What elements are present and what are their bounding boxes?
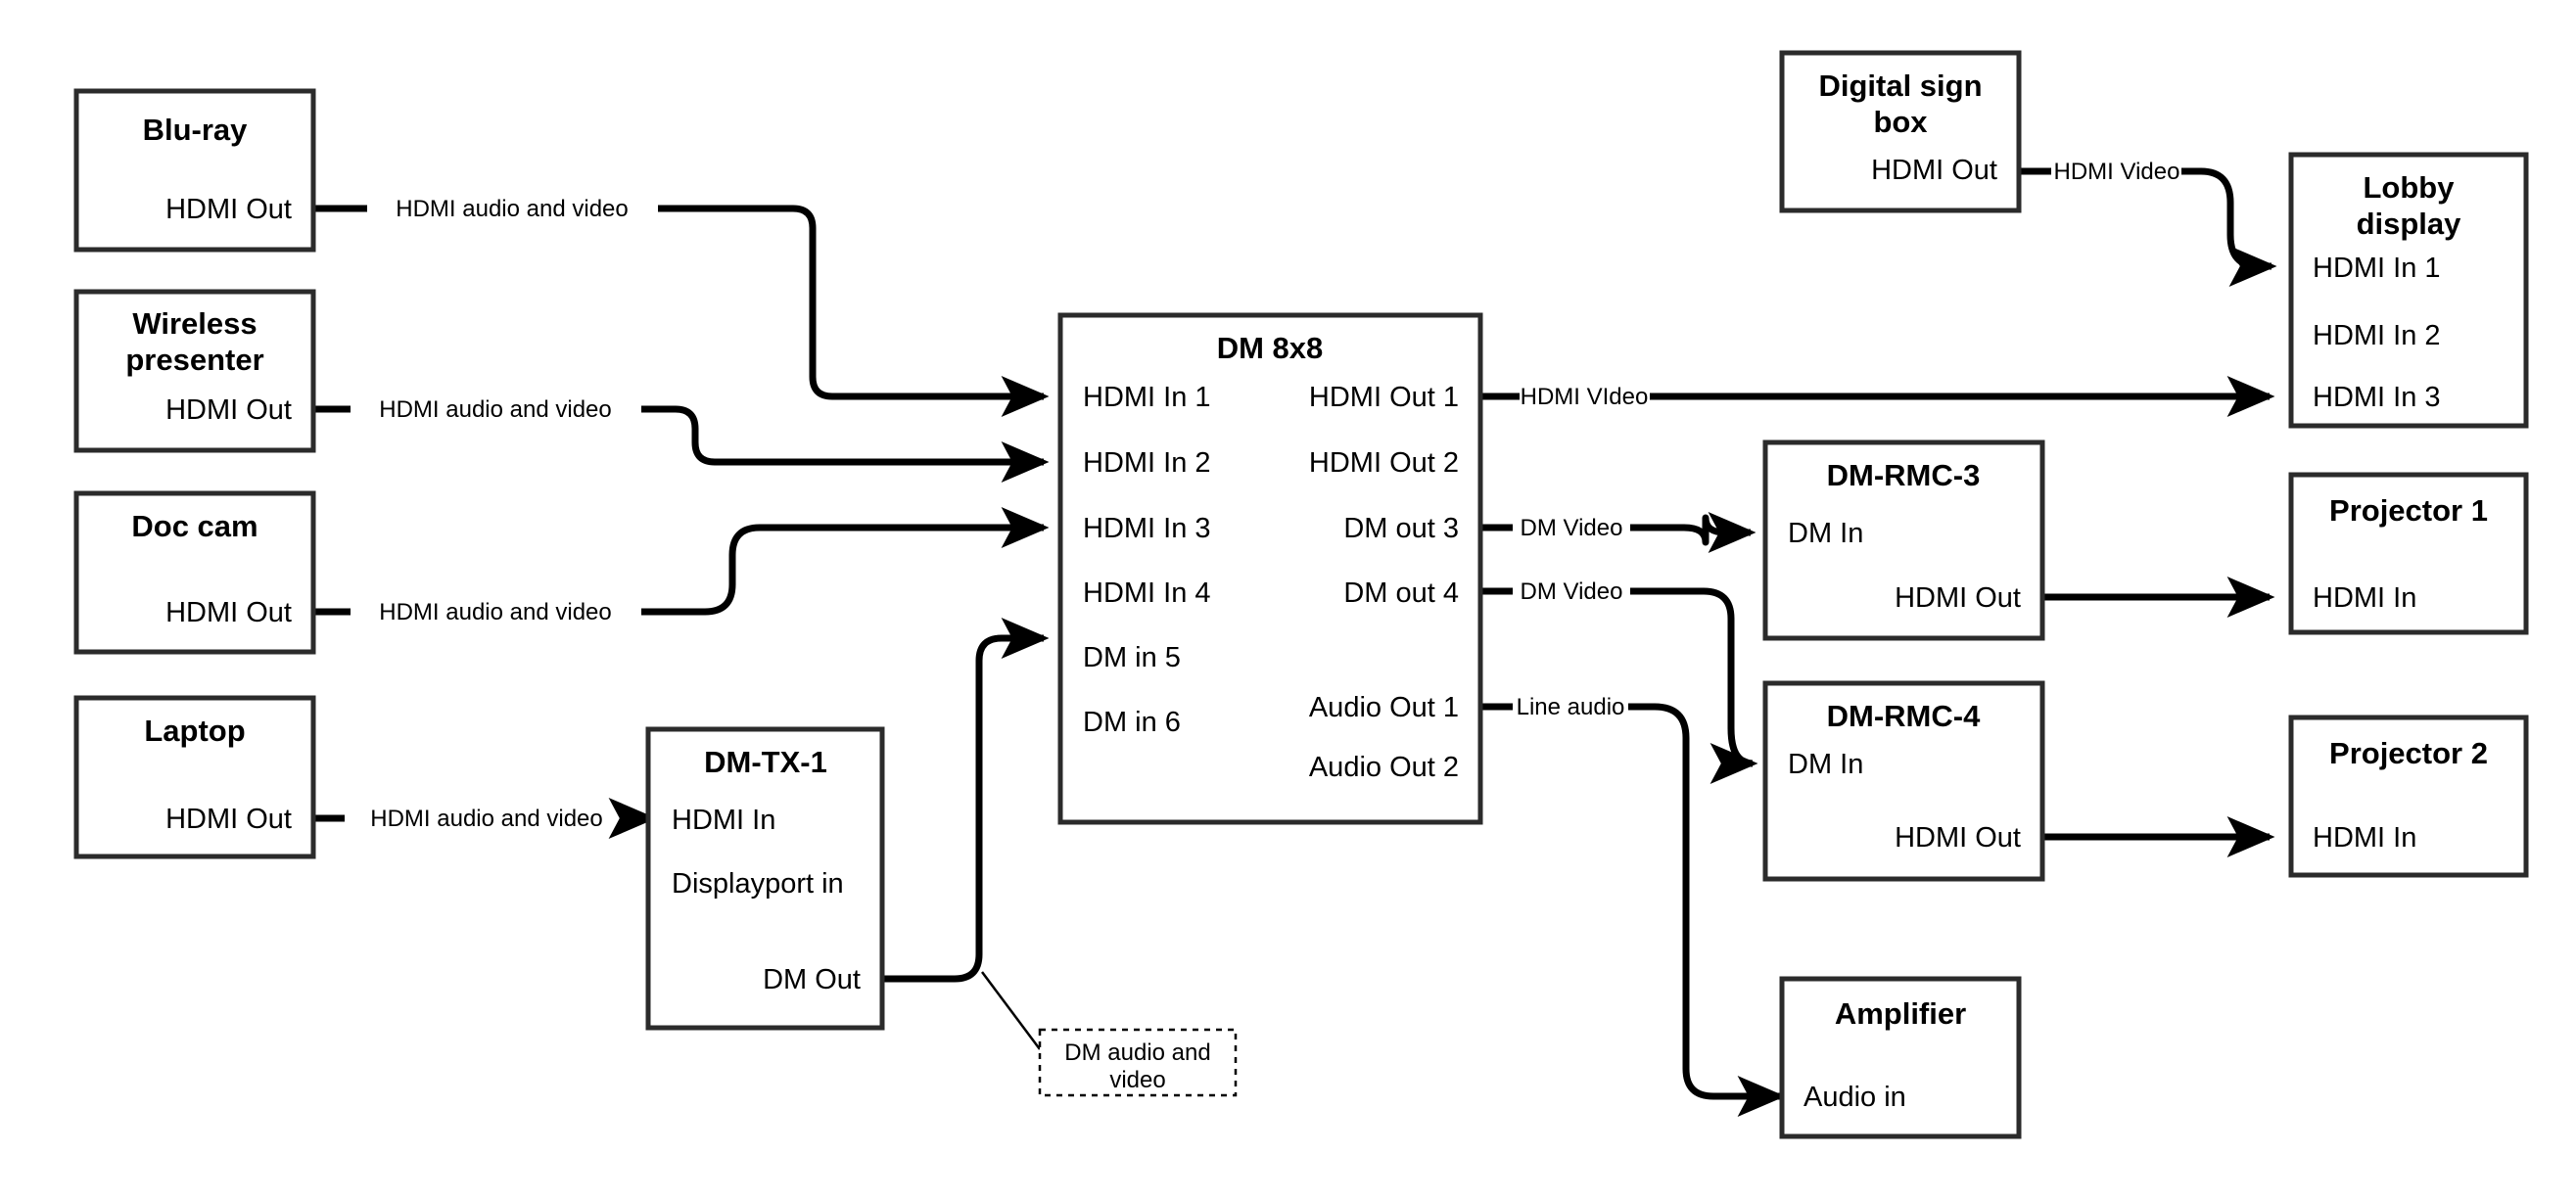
node-dm-tx-1[interactable]: DM-TX-1 HDMI In Displayport in DM Out: [645, 726, 885, 1031]
port-digital-sign-box-hdmi-out: HDMI Out: [1871, 155, 1997, 186]
wire-label-audio-out1: Line audio: [1517, 694, 1625, 720]
node-digital-sign-box[interactable]: Digital sign box HDMI Out: [1779, 50, 2022, 213]
port-dm-8x8-dm-out-4: DM out 4: [1343, 577, 1459, 609]
node-dm-rmc-4[interactable]: DM-RMC-4 DM In HDMI Out: [1762, 680, 2045, 882]
wire-laptop-to-dmtx1: HDMI audio and video: [313, 798, 657, 839]
port-dm-tx-1-dm-out: DM Out: [763, 964, 861, 995]
port-dm-rmc-4-dm-in: DM In: [1788, 749, 1863, 780]
node-title-digital-sign-box-line2: box: [1873, 105, 1928, 139]
port-amplifier-audio-in: Audio in: [1803, 1082, 1906, 1113]
node-laptop[interactable]: Laptop HDMI Out: [73, 695, 316, 859]
wire-wireless-to-dm-in2: HDMI audio and video: [313, 396, 1050, 483]
node-title-amplifier: Amplifier: [1835, 996, 1966, 1031]
port-dm-8x8-hdmi-in-1: HDMI In 1: [1083, 382, 1211, 413]
node-lobby-display[interactable]: Lobby display HDMI In 1 HDMI In 2 HDMI I…: [2288, 152, 2529, 429]
port-lobby-display-hdmi-in-1: HDMI In 1: [2313, 253, 2441, 284]
wire-dm-out4-to-rmc4: DM Video: [1480, 578, 1758, 784]
port-dm-8x8-dm-out-3: DM out 3: [1343, 513, 1459, 544]
node-title-wireless-presenter-line1: Wireless: [132, 306, 257, 341]
node-title-dm-tx-1: DM-TX-1: [704, 745, 827, 779]
port-projector-2-hdmi-in: HDMI In: [2313, 822, 2416, 854]
port-dm-rmc-3-dm-in: DM In: [1788, 518, 1863, 549]
node-title-dm-8x8: DM 8x8: [1217, 331, 1324, 365]
port-dm-8x8-dm-in-6: DM in 6: [1083, 707, 1181, 738]
port-dm-8x8-hdmi-out-2: HDMI Out 2: [1309, 447, 1459, 479]
node-projector-2[interactable]: Projector 2 HDMI In: [2288, 715, 2529, 878]
node-amplifier[interactable]: Amplifier Audio in: [1779, 976, 2022, 1139]
wire-label-dm-out1: HDMI VIdeo: [1521, 384, 1649, 410]
note-dm-audio-and-video-line1: DM audio and: [1064, 1039, 1210, 1066]
node-title-bluray: Blu-ray: [143, 113, 249, 147]
wire-label-dm-out4: DM Video: [1521, 578, 1623, 605]
port-dm-8x8-hdmi-out-1: HDMI Out 1: [1309, 382, 1459, 413]
wire-dm-audioout1-to-amp: Line audio: [1480, 694, 1786, 1117]
port-dm-rmc-4-hdmi-out: HDMI Out: [1895, 822, 2021, 854]
node-title-lobby-display-line2: display: [2357, 207, 2462, 241]
port-wireless-presenter-hdmi-out: HDMI Out: [165, 394, 292, 426]
wire-label-wireless: HDMI audio and video: [379, 396, 611, 423]
node-title-projector-2: Projector 2: [2329, 736, 2488, 770]
node-title-dm-rmc-3: DM-RMC-3: [1827, 458, 1981, 492]
node-title-dm-rmc-4: DM-RMC-4: [1827, 699, 1981, 733]
node-dm-8x8[interactable]: DM 8x8 HDMI In 1 HDMI In 2 HDMI In 3 HDM…: [1057, 312, 1483, 825]
wire-doccam-to-dm-in3: HDMI audio and video: [313, 507, 1050, 625]
wire-label-doccam: HDMI audio and video: [379, 599, 611, 625]
port-projector-1-hdmi-in: HDMI In: [2313, 582, 2416, 614]
node-title-projector-1: Projector 1: [2329, 493, 2488, 528]
port-dm-8x8-audio-out-1: Audio Out 1: [1309, 692, 1459, 723]
port-laptop-hdmi-out: HDMI Out: [165, 804, 292, 835]
port-dm-tx-1-displayport-in: Displayport in: [672, 868, 844, 900]
note-dm-audio-and-video: DM audio and video: [1038, 1028, 1238, 1097]
node-title-laptop: Laptop: [144, 714, 245, 748]
wire-label-bluray: HDMI audio and video: [396, 196, 628, 222]
wire-bluray-to-dm-in1: HDMI audio and video: [313, 196, 1050, 417]
node-projector-1[interactable]: Projector 1 HDMI In: [2288, 472, 2529, 635]
port-dm-rmc-3-hdmi-out: HDMI Out: [1895, 582, 2021, 614]
node-title-digital-sign-box-line1: Digital sign: [1818, 69, 1982, 103]
node-title-wireless-presenter-line2: presenter: [125, 343, 263, 377]
wire-label-dm-out3: DM Video: [1521, 515, 1623, 541]
node-wireless-presenter[interactable]: Wireless presenter HDMI Out: [73, 289, 316, 453]
port-bluray-hdmi-out: HDMI Out: [165, 194, 292, 225]
node-doc-cam[interactable]: Doc cam HDMI Out: [73, 490, 316, 655]
node-title-lobby-display-line1: Lobby: [2364, 170, 2456, 205]
note-dm-audio-and-video-line2: video: [1109, 1067, 1165, 1093]
node-bluray[interactable]: Blu-ray HDMI Out: [73, 88, 316, 253]
port-dm-8x8-audio-out-2: Audio Out 2: [1309, 752, 1459, 783]
wire-label-laptop: HDMI audio and video: [370, 806, 602, 832]
wire-dmtx1-to-dm-in5: [882, 618, 1050, 1050]
node-dm-rmc-3[interactable]: DM-RMC-3 DM In HDMI Out: [1762, 439, 2045, 641]
wire-signbox-to-lobby-in1: HDMI Video: [2019, 159, 2277, 287]
port-doc-cam-hdmi-out: HDMI Out: [165, 597, 292, 628]
wire-dm-out3-to-rmc3: DM Video: [1480, 512, 1756, 553]
port-dm-8x8-hdmi-in-3: HDMI In 3: [1083, 513, 1211, 544]
port-dm-8x8-hdmi-in-4: HDMI In 4: [1083, 577, 1211, 609]
wire-dm-out1-to-lobby-in3: HDMI VIdeo: [1480, 376, 2275, 417]
wire-label-signbox: HDMI Video: [2054, 159, 2180, 185]
port-dm-tx-1-hdmi-in: HDMI In: [672, 805, 775, 836]
port-dm-8x8-hdmi-in-2: HDMI In 2: [1083, 447, 1211, 479]
port-lobby-display-hdmi-in-3: HDMI In 3: [2313, 382, 2441, 413]
node-title-doc-cam: Doc cam: [131, 509, 258, 543]
port-dm-8x8-dm-in-5: DM in 5: [1083, 642, 1181, 673]
port-lobby-display-hdmi-in-2: HDMI In 2: [2313, 320, 2441, 351]
